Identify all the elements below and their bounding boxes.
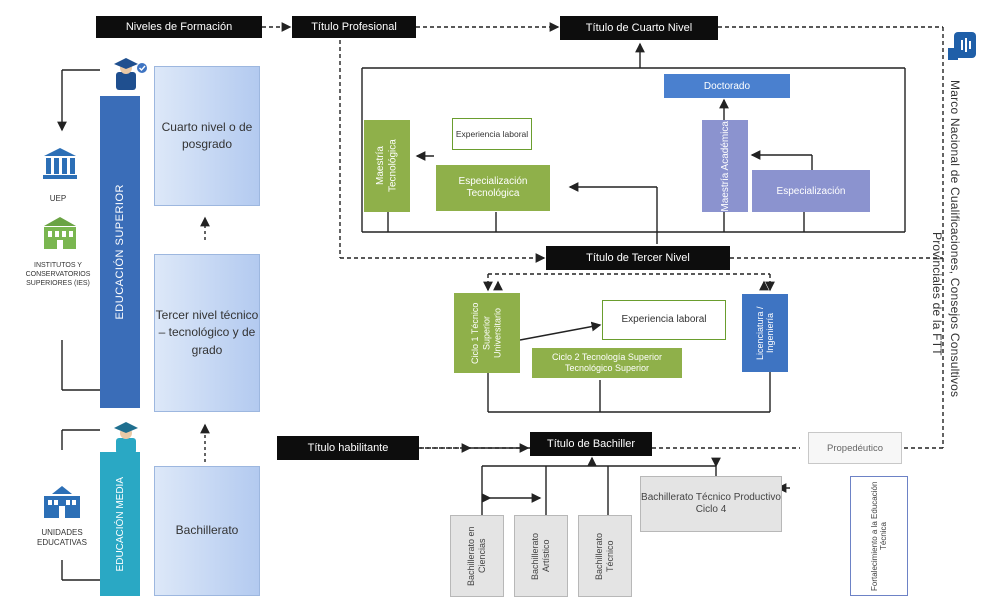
bachillerato-artistico-box: Bachillerato Artístico <box>514 515 568 597</box>
titulo-tercer-nivel-label: Título de Tercer Nivel <box>546 246 730 270</box>
especializacion-box: Especialización <box>752 170 870 212</box>
maestria-tecnologica-box: Maestría Tecnológica <box>364 120 410 212</box>
educacion-superior-text: EDUCACIÓN SUPERIOR <box>114 184 126 320</box>
bachillerato-tecnico-box: Bachillerato Técnico <box>578 515 632 597</box>
institutos-label: INSTITUTOS Y CONSERVATORIOS SUPERIORES (… <box>25 262 91 287</box>
side-text-line2: Provinciales de la FTT <box>930 232 944 356</box>
especializacion-tecnologica-box: Especialización Tecnológica <box>436 165 550 211</box>
tercer-nivel-box: Tercer nivel técnico – tecnológico y de … <box>154 254 260 412</box>
ciclo-tecnologo-box: Ciclo 2 Tecnología Superior Tecnológico … <box>532 348 682 378</box>
educacion-media-text: EDUCACIÓN MEDIA <box>114 476 126 572</box>
maestria-academica-text: Maestría Académica <box>719 120 731 212</box>
ues-label: UEP <box>49 194 67 203</box>
niveles-formacion-label: Niveles de Formación <box>96 16 262 38</box>
educacion-media-bar: EDUCACIÓN MEDIA <box>100 452 140 596</box>
titulo-bachiller-label: Título de Bachiller <box>530 432 652 456</box>
graduate-icon <box>106 58 150 92</box>
bachillerato-tecnico-productivo-box: Bachillerato Técnico Productivo Ciclo 4 <box>640 476 782 532</box>
experiencia-laboral-box-top: Experiencia laboral <box>452 118 532 150</box>
maestria-tecnologica-text: Maestría Tecnológica <box>374 139 399 193</box>
licenciatura-text: Licenciatura / Ingeniería <box>755 306 775 360</box>
institute-icon <box>40 214 80 254</box>
titulo-profesional-label: Título Profesional <box>292 16 416 38</box>
propedeutico-box: Propedéutico <box>808 432 902 464</box>
ciclo-tecnico-box: Ciclo 1 Técnico Superior Universitario <box>454 293 520 373</box>
logo-icon <box>948 30 980 64</box>
ciclo-tecnico-text: Ciclo 1 Técnico Superior Universitario <box>470 302 503 364</box>
titulo-cuarto-nivel-label: Título de Cuarto Nivel <box>560 16 718 40</box>
doctorado-box: Doctorado <box>664 74 790 98</box>
bachillerato-box: Bachillerato <box>154 466 260 596</box>
experiencia-laboral-box-mid: Experiencia laboral <box>602 300 726 340</box>
titulo-habilitante-label: Título habilitante <box>277 436 419 460</box>
student-icon <box>108 422 144 456</box>
fortalecimiento-box: Fortalecimiento a la Educación Técnica <box>850 476 908 596</box>
maestria-academica-box: Maestría Académica <box>702 120 748 212</box>
cuarto-nivel-box: Cuarto nivel o de posgrado <box>154 66 260 206</box>
school-icon <box>42 482 82 522</box>
university-icon <box>40 146 80 182</box>
unidades-label: UNIDADES EDUCATIVAS <box>37 528 87 547</box>
side-text-line1: Marco Nacional de Cualificaciones, Conse… <box>948 80 962 398</box>
bachillerato-ciencias-box: Bachillerato en Ciencias <box>450 515 504 597</box>
educacion-superior-bar: EDUCACIÓN SUPERIOR <box>100 96 140 408</box>
licenciatura-box: Licenciatura / Ingeniería <box>742 294 788 372</box>
